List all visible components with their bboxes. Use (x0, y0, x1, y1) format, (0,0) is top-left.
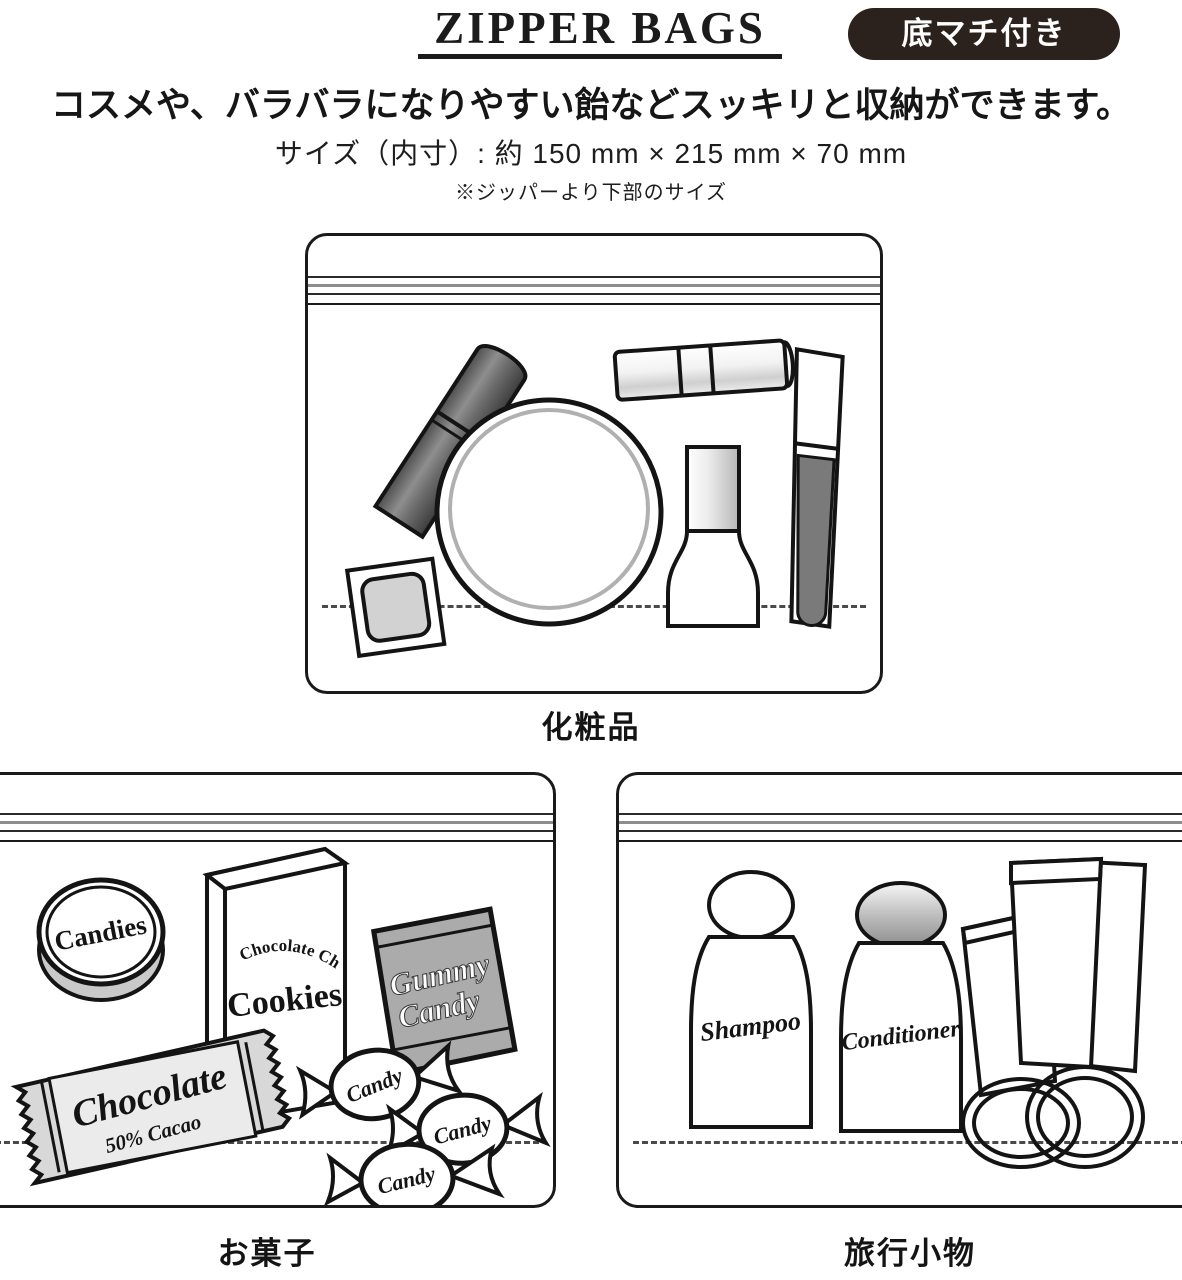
wrapped-candy-icon: Candy (381, 1075, 551, 1185)
zipper-bag-snacks: Candies Chocolate Chip Cookies (0, 772, 556, 1208)
tube-group-icon (949, 855, 1164, 1125)
zipper-line (308, 284, 880, 287)
size-spec: サイズ（内寸）: 約 150 mm × 215 mm × 70 mm (274, 138, 908, 169)
lip-gloss-wand-icon (778, 344, 850, 636)
wrapped-candy-icon: Candy (321, 1125, 511, 1205)
zipper-line (0, 813, 553, 815)
zipper-line (619, 830, 1182, 832)
zipper-bag-travel: Shampoo Conditioner (616, 772, 1182, 1208)
compact-mirror-icon (433, 396, 665, 628)
zipper-line (619, 813, 1182, 815)
candies-tin-icon: Candies (31, 870, 171, 1005)
caption-travel: 旅行小物 (844, 1236, 976, 1271)
lip-balm-tube-icon (608, 336, 798, 406)
wrapped-candy-icon: Candy (293, 1030, 464, 1140)
zipper-line (0, 830, 553, 832)
hair-tie-icon (1009, 1057, 1182, 1177)
page-title: ZIPPER BAGS (434, 3, 766, 53)
gusset-fold-line (633, 1141, 1182, 1144)
title-block: ZIPPER BAGS (410, 4, 790, 59)
size-note: ※ジッパーより下部のサイズ (455, 182, 727, 204)
caption-snacks: お菓子 (217, 1236, 317, 1271)
bag-interior-snacks: Candies Chocolate Chip Cookies (0, 775, 553, 1205)
bag-interior-cosmetics (308, 236, 880, 691)
zipper-line (619, 821, 1182, 824)
title-underline (418, 54, 782, 59)
bag-interior-travel: Shampoo Conditioner (619, 775, 1182, 1205)
caption-cosmetics: 化粧品 (541, 710, 641, 745)
nail-polish-icon (660, 441, 770, 636)
zipper-line (308, 276, 880, 278)
chocolate-bar-icon: Chocolate 50% Cacao (9, 1025, 299, 1195)
zipper-line (308, 293, 880, 295)
description-block: コスメや、バラバラになりやすい飴などスッキリと収納ができます。 サイズ（内寸）:… (0, 84, 1182, 206)
zipper-line (0, 821, 553, 824)
zipper-line (619, 840, 1182, 842)
page-header: ZIPPER BAGS 底マチ付き (0, 0, 1182, 76)
status-badge: 底マチ付き (848, 8, 1120, 60)
description-headline: コスメや、バラバラになりやすい飴などスッキリと収納ができます。 (50, 86, 1132, 125)
gusset-fold-line (0, 1141, 539, 1144)
zipper-bag-cosmetics (305, 233, 883, 694)
zipper-line (0, 840, 553, 842)
gummy-candy-bag-icon: Gummy Candy (359, 906, 519, 1087)
zipper-line (308, 303, 880, 305)
conditioner-bottle-icon: Conditioner (829, 875, 979, 1147)
eyeshadow-palette-icon (343, 554, 453, 664)
hair-tie-icon (949, 1065, 1149, 1175)
shampoo-bottle-icon: Shampoo (677, 863, 827, 1143)
